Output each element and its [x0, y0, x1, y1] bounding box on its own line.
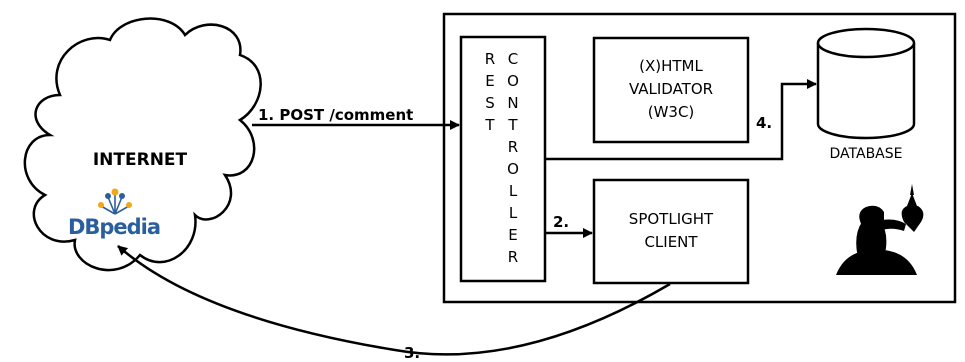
controller-letter: C: [508, 50, 518, 68]
controller-letter: L: [509, 204, 518, 222]
controller-letter: R: [508, 248, 518, 266]
rest-letter: T: [484, 116, 495, 134]
rest-letter: R: [485, 50, 495, 68]
validator-line-1: (X)HTML: [639, 57, 703, 75]
controller-letter: T: [507, 116, 518, 134]
step-2-label: 2.: [553, 213, 569, 231]
spotlight-line-2: CLIENT: [644, 233, 698, 251]
arrow-spotlight-to-dbpedia: [117, 245, 671, 356]
validator-line-3: (W3C): [648, 103, 695, 121]
validator-box: [592, 36, 750, 144]
validator-line-2: VALIDATOR: [629, 80, 713, 98]
rest-letter: S: [485, 94, 495, 112]
internet-cloud: [23, 17, 262, 272]
rest-controller-box: [459, 35, 547, 283]
figure-silhouette-icon: [836, 184, 924, 275]
controller-letter: R: [508, 138, 518, 156]
spotlight-client-box: [592, 178, 750, 285]
step-3-label: 3.: [404, 344, 420, 362]
system-boundary: [442, 12, 957, 304]
dbpedia-logo: DBpedia: [68, 188, 161, 239]
step-1-label: 1. POST /comment: [258, 106, 413, 124]
controller-letter: N: [507, 94, 518, 112]
dbpedia-network-icon: [98, 188, 132, 215]
arrow-to-database: [546, 79, 817, 161]
controller-letter: E: [508, 226, 517, 244]
rest-letter: E: [485, 72, 494, 90]
database-icon: [816, 27, 916, 140]
internet-label: INTERNET: [93, 150, 188, 170]
dbpedia-wordmark: DBpedia: [68, 215, 160, 239]
step-4-label: 4.: [756, 114, 772, 132]
controller-letter: O: [507, 160, 519, 178]
controller-letter: L: [509, 182, 518, 200]
database-label: DATABASE: [830, 146, 903, 162]
spotlight-line-1: SPOTLIGHT: [629, 210, 714, 228]
controller-letter: O: [507, 72, 519, 90]
